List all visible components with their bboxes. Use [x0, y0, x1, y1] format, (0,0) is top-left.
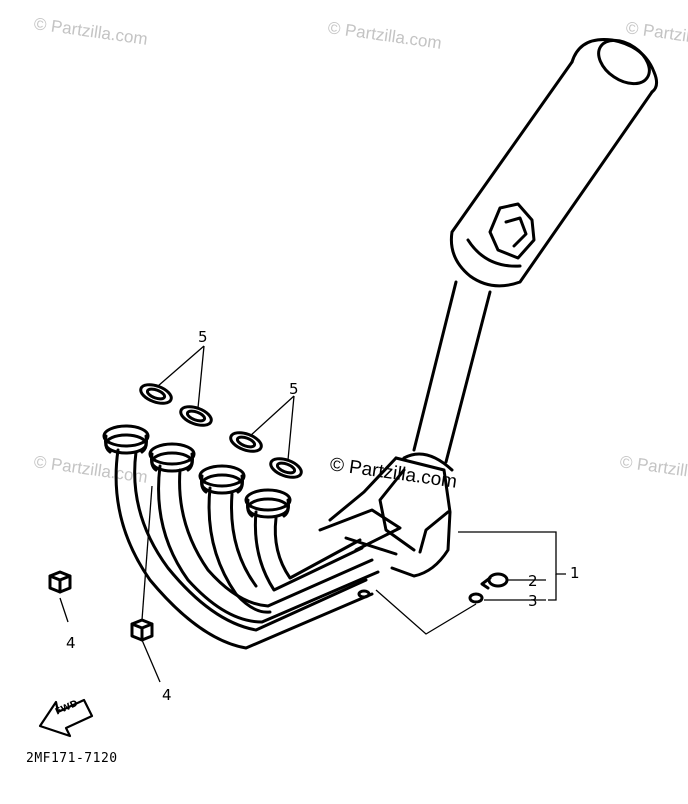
washer [468, 592, 484, 604]
callout-gasket: 5 [198, 328, 208, 346]
bolt [480, 572, 509, 590]
part-number: 2MF171-7120 [26, 751, 118, 766]
link-pipe [402, 280, 492, 472]
nut-left [48, 570, 72, 594]
flange-4 [244, 488, 292, 519]
callout-exhaust-assembly: 1 [570, 564, 580, 582]
bracket-hole [357, 589, 371, 599]
callout-nut: 4 [162, 686, 172, 704]
muffler [449, 37, 659, 288]
header-pipe-2 [157, 464, 380, 624]
gasket-1 [139, 383, 173, 405]
leader-lines [59, 345, 566, 683]
gasket-2 [179, 405, 213, 427]
header-pipe-1 [114, 448, 374, 650]
callout-gasket: 5 [289, 380, 299, 398]
header-pipe-3 [207, 486, 272, 614]
gasket-3 [229, 431, 263, 453]
nut-center [130, 618, 154, 642]
header-pipe-4 [253, 510, 364, 592]
callout-nut: 4 [66, 634, 76, 652]
callout-washer: 3 [528, 592, 538, 610]
callout-bolt: 2 [528, 572, 538, 590]
gasket-4 [269, 457, 303, 479]
flange-1 [102, 424, 150, 455]
collector [318, 456, 452, 578]
flange-2 [148, 442, 196, 473]
fwd-arrow-icon [38, 698, 94, 738]
flange-3 [198, 464, 246, 495]
